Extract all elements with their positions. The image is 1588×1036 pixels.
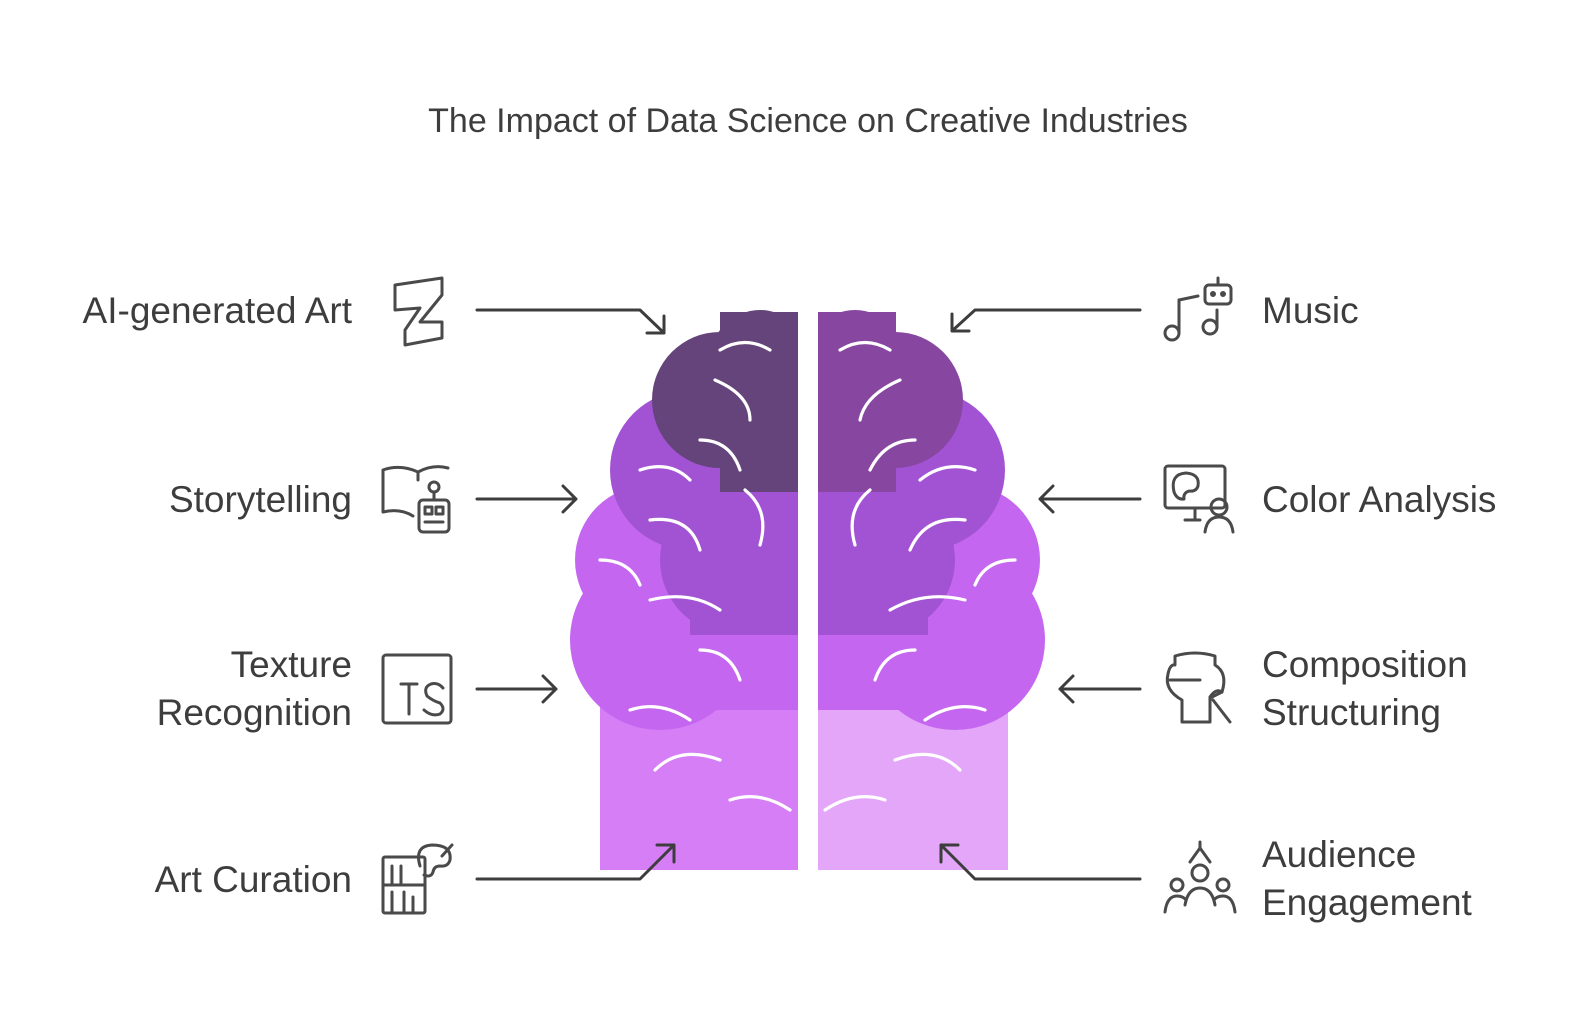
label-composition-structuring-line2: Structuring: [1262, 692, 1441, 733]
brain-left-hemisphere: [570, 310, 798, 870]
vase-brush-icon: [1165, 651, 1232, 724]
arrow-composition-structuring: [1058, 674, 1142, 704]
label-texture-recognition-line2: Recognition: [157, 692, 352, 733]
page-title: The Impact of Data Science on Creative I…: [428, 102, 1188, 140]
music-robot-icon: [1163, 276, 1233, 342]
book-robot-icon: [381, 465, 451, 534]
label-texture-recognition-line1: Texture: [231, 644, 352, 685]
audience-icon: [1163, 840, 1237, 914]
brain-left-top-lobe: [652, 310, 798, 492]
arrow-audience-engagement: [939, 843, 1142, 881]
arrow-storytelling: [475, 484, 578, 514]
deviantart-icon: [393, 276, 444, 347]
arrow-color-analysis: [1038, 484, 1142, 514]
arrow-art-curation: [475, 843, 676, 881]
brain-right-folds: [823, 340, 1017, 812]
typescript-icon: [381, 653, 453, 725]
arrow-music: [950, 308, 1142, 333]
label-audience-engagement-line2: Engagement: [1262, 882, 1473, 923]
screen-palette-person-icon: [1163, 464, 1235, 534]
bookshelf-palette-icon: [381, 843, 454, 915]
label-ai-generated-art: AI-generated Art: [83, 290, 353, 331]
label-storytelling: Storytelling: [169, 479, 352, 520]
brain-left-folds: [598, 340, 792, 812]
brain-right-hemisphere: [818, 310, 1045, 870]
label-composition-structuring-line1: Composition: [1262, 644, 1468, 685]
label-art-curation: Art Curation: [155, 859, 352, 900]
brain-right-top-lobe: [818, 310, 963, 492]
arrow-texture-recognition: [475, 674, 558, 704]
label-color-analysis: Color Analysis: [1262, 479, 1496, 520]
label-music: Music: [1262, 290, 1359, 331]
brain-left-bottom-lobe: [600, 665, 798, 870]
label-audience-engagement-line1: Audience: [1262, 834, 1416, 875]
arrow-ai-generated-art: [475, 308, 666, 335]
